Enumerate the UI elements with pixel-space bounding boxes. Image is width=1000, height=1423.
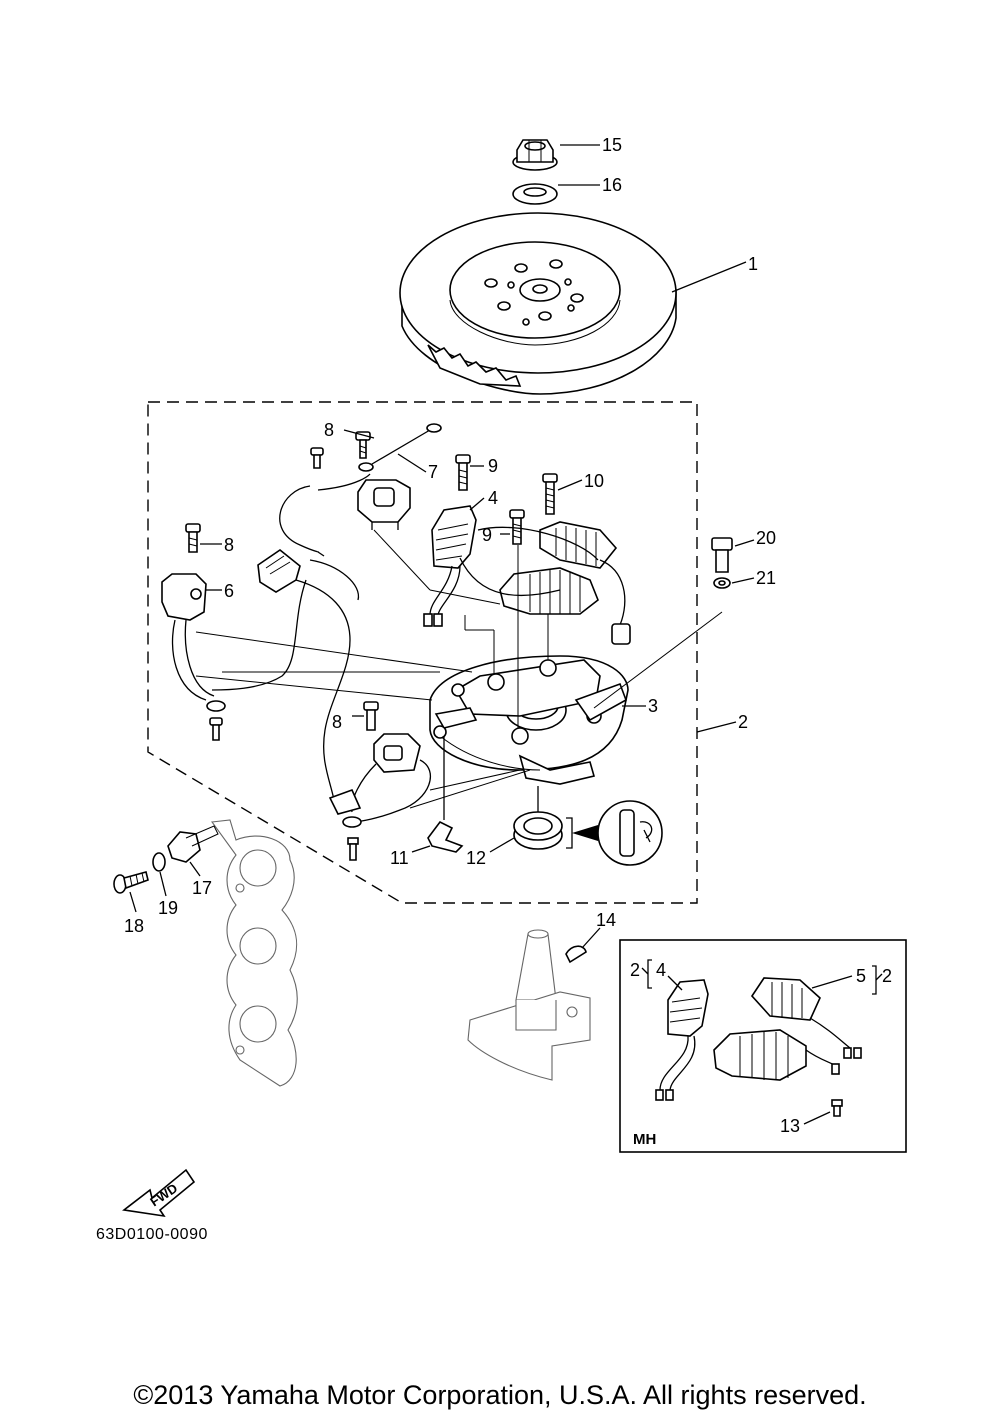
part-washer [512, 183, 558, 205]
callout-13: 13 [780, 1116, 800, 1136]
callout-11: 11 [390, 848, 409, 868]
part-screw-9-b [509, 509, 525, 545]
part-screw-left-bottom [209, 717, 223, 741]
callout-18: 18 [124, 916, 144, 936]
diagram-code: 63D0100-0090 [96, 1226, 208, 1243]
callout-4: 4 [488, 488, 498, 508]
part-lighting-coil [459, 521, 631, 645]
callout-10: 10 [584, 471, 604, 491]
callout-14: 14 [596, 910, 616, 930]
fwd-arrow-icon: FWD [122, 1168, 196, 1218]
inset-label: MH [633, 1131, 656, 1148]
part-flywheel-rotor [399, 212, 677, 395]
wire-harness [211, 473, 371, 801]
part-charge-coil [423, 505, 477, 627]
callout-1: 1 [748, 254, 758, 274]
part-washer-19 [152, 852, 166, 872]
callout-20: 20 [756, 528, 776, 548]
assembly-boundary-dashed [147, 401, 698, 904]
leader-lines [195, 529, 723, 809]
part-screw-10 [542, 473, 558, 515]
part-clamp [427, 725, 464, 853]
callout-7: 7 [428, 462, 438, 482]
callouts: 15 16 1 8 7 9 4 9 10 8 6 20 21 3 2 8 11 … [124, 135, 831, 1136]
callout-21: 21 [756, 568, 776, 588]
callout-8-left: 8 [224, 535, 234, 555]
callout-16: 16 [602, 175, 622, 195]
callout-19: 19 [158, 898, 178, 918]
part-clamp-17 [167, 825, 219, 863]
part-crankshaft-outline [467, 929, 591, 1081]
part-stator-base [429, 655, 629, 785]
callout-9-a: 9 [488, 456, 498, 476]
inset-ref-right-inner: 5 [856, 966, 866, 986]
inset-ref-left-outer: 2 [630, 960, 640, 980]
part-flange-nut [512, 139, 558, 171]
part-screw-8-left [185, 523, 201, 553]
mh-inset: MH 2 4 5 2 [619, 939, 907, 1153]
part-ground-lead [358, 423, 442, 472]
part-harness-connector [257, 549, 301, 593]
part-crankcase-outline [210, 819, 298, 1087]
part-washer-21 [713, 577, 731, 589]
part-oil-seal [513, 786, 663, 866]
callout-8-top: 8 [324, 420, 334, 440]
callout-8-bottom: 8 [332, 712, 342, 732]
callout-6: 6 [224, 581, 234, 601]
part-screw-18 [113, 871, 149, 894]
part-pulser-coil-left [161, 573, 226, 712]
callout-3: 3 [648, 696, 658, 716]
callout-12: 12 [466, 848, 486, 868]
callout-15: 15 [602, 135, 622, 155]
callout-2: 2 [738, 712, 748, 732]
part-screw-9-a [455, 454, 471, 491]
callout-17: 17 [192, 878, 212, 898]
part-pulser-coil-bottom [328, 701, 431, 861]
callout-9-b: 9 [482, 525, 492, 545]
part-screw-small-top [310, 447, 324, 469]
part-pulser-coil-top [357, 479, 411, 530]
inset-ref-right-outer: 2 [882, 966, 892, 986]
copyright-notice: ©2013 Yamaha Motor Corporation, U.S.A. A… [133, 1380, 867, 1410]
inset-ref-left-inner: 4 [656, 960, 666, 980]
part-woodruff-key [565, 945, 587, 964]
part-bolt-20 [711, 537, 733, 573]
